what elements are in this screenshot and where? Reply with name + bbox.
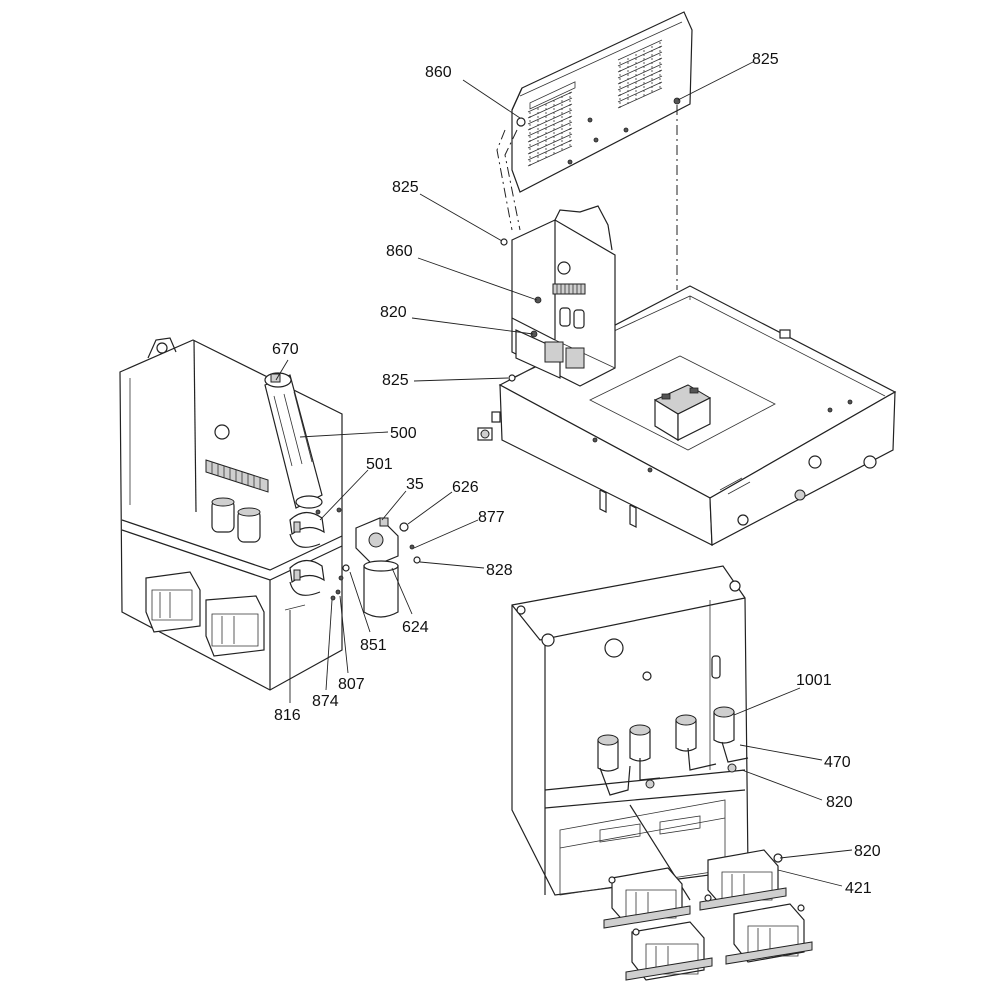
terminal-strip-top: [552, 283, 586, 295]
label-825-tray: 825: [382, 372, 409, 389]
label-816: 816: [274, 707, 301, 724]
label-35: 35: [406, 476, 424, 493]
transformers-421: [603, 849, 813, 981]
label-470: 470: [824, 754, 851, 771]
handle-670: [264, 372, 323, 509]
part-labels: 860 825 825 860 820 825 670 500 501 35 6…: [272, 51, 881, 897]
transformers-left: [145, 571, 265, 657]
lid-vents-left: [527, 91, 573, 167]
transformer-d: [725, 903, 813, 965]
label-825-lid: 825: [752, 51, 779, 68]
label-500: 500: [390, 425, 417, 442]
label-820-enclosure: 820: [826, 794, 853, 811]
label-626: 626: [452, 479, 479, 496]
lid-vents-right: [617, 39, 663, 110]
lid-panel: [496, 11, 693, 290]
label-820-box: 820: [380, 304, 407, 321]
enclosure: [511, 565, 749, 901]
capacitors-left: [211, 497, 261, 543]
label-860-box: 860: [386, 243, 413, 260]
label-828: 828: [486, 562, 513, 579]
label-807: 807: [338, 676, 365, 693]
transformer-c: [625, 921, 713, 981]
label-851: 851: [360, 637, 387, 654]
fitting: [477, 411, 501, 441]
label-877: 877: [478, 509, 505, 526]
label-820-transformer: 820: [854, 843, 881, 860]
clamp-lower: [289, 559, 325, 596]
hardware-left: [284, 507, 350, 611]
control-box: [500, 205, 616, 387]
capacitor-row: [597, 706, 735, 772]
label-1001: 1001: [796, 672, 832, 689]
terminal-strip-left: [205, 459, 269, 493]
label-860-lid: 860: [425, 64, 452, 81]
transformer-a: [603, 867, 691, 929]
label-501: 501: [366, 456, 393, 473]
label-874: 874: [312, 693, 339, 710]
transformer-b: [699, 849, 787, 911]
label-624: 624: [402, 619, 429, 636]
filter-assembly: [355, 517, 421, 618]
label-421: 421: [845, 880, 872, 897]
label-825-box-top: 825: [392, 179, 419, 196]
battery: [653, 384, 712, 442]
label-670: 670: [272, 341, 299, 358]
clamp-upper: [289, 511, 325, 548]
brackets-470: [599, 741, 749, 796]
leader-lines: [275, 61, 853, 887]
